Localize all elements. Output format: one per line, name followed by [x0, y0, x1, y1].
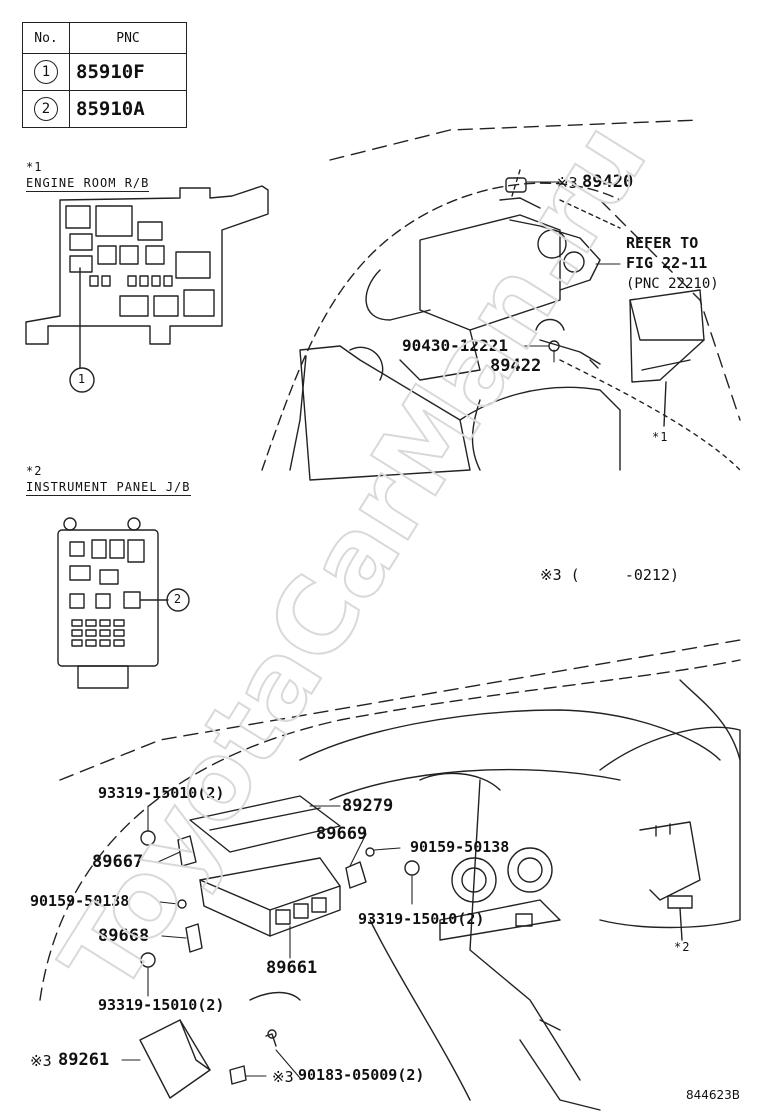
refer-line-3: (PNC 22210) — [626, 276, 719, 292]
pnc-table: No. PNC 1 85910F 2 85910A — [22, 22, 187, 128]
row-number: 1 — [34, 60, 58, 84]
table-row: 1 85910F — [22, 53, 187, 91]
header-pnc: PNC — [69, 22, 187, 54]
engine-room-note-mark: *1 — [26, 160, 43, 174]
part-89668: 89668 — [98, 926, 150, 946]
instrument-panel-note-title: INSTRUMENT PANEL J/B — [26, 480, 191, 496]
engine-room-relay-block — [25, 185, 269, 393]
part-89261: 89261 — [58, 1050, 110, 1070]
part-93319-15010-b: 93319-15010(2) — [358, 910, 485, 928]
row-number: 2 — [34, 97, 58, 121]
part-90159-50138-a: 90159-50138 — [410, 838, 510, 856]
part-89669: 89669 — [316, 824, 368, 844]
part-89422: 89422 — [490, 356, 542, 376]
table-row: 2 85910A — [22, 90, 187, 128]
callout-1: 1 — [77, 372, 87, 386]
note-star-2: *2 — [674, 940, 691, 954]
part-93319-15010-c: 93319-15010(2) — [98, 996, 225, 1014]
note-3: ※3 ( -0212) — [540, 566, 679, 584]
ecu-assembly — [139, 795, 420, 1099]
part-90159-50138-b: 90159-50138 — [30, 892, 130, 910]
part-89279: 89279 — [342, 796, 394, 816]
refer-line-2: FIG 22-11 — [626, 254, 708, 272]
part-89261-mark: ※3 — [30, 1052, 52, 1070]
part-89420: 89420 — [582, 172, 634, 192]
part-89667: 89667 — [92, 852, 144, 872]
instrument-panel-note-mark: *2 — [26, 464, 43, 478]
callout-2: 2 — [173, 592, 183, 606]
part-90430-12221: 90430-12221 — [402, 336, 508, 355]
engine-room-note-title: ENGINE ROOM R/B — [26, 176, 150, 192]
part-90183-05009: 90183-05009(2) — [298, 1066, 425, 1084]
instrument-panel-junction-block — [57, 517, 190, 689]
engine-bay-illustration — [261, 119, 741, 481]
row-pnc: 85910A — [69, 90, 187, 128]
figure-code: 844623B — [686, 1088, 741, 1102]
row-pnc: 85910F — [69, 53, 187, 91]
part-93319-15010-a: 93319-15010(2) — [98, 784, 225, 802]
part-90183-mark: ※3 — [272, 1068, 294, 1086]
part-89661: 89661 — [266, 958, 318, 978]
part-89420-mark: ※3 — [556, 174, 578, 192]
leader-lines — [121, 181, 621, 1079]
header-no: No. — [22, 22, 70, 54]
pnc-table-header: No. PNC — [22, 22, 187, 54]
instrument-panel-illustration — [39, 639, 741, 1111]
note-star-1: *1 — [652, 430, 669, 444]
refer-line-1: REFER TO — [626, 234, 699, 252]
